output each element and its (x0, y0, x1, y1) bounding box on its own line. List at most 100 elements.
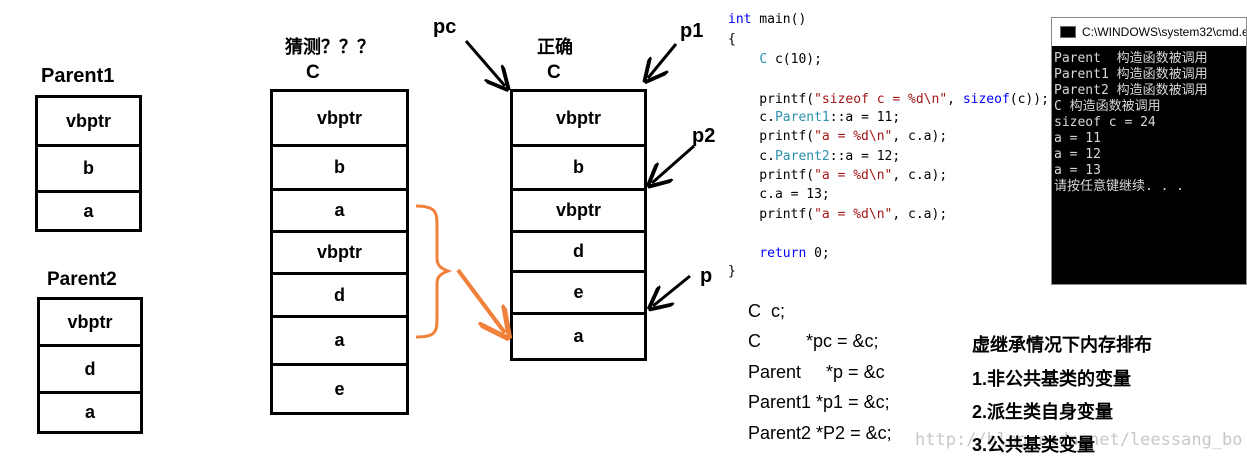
console-titlebar: C:\WINDOWS\system32\cmd.exe (1052, 18, 1246, 46)
code-token: printf( (728, 129, 815, 144)
watermark-url: http://blog.csdn.net/leessang_bo (915, 430, 1243, 450)
correct-cell-a: a (513, 312, 644, 358)
guess-cell-d: d (273, 272, 406, 315)
parent1-memory-box: vbptr b a (35, 95, 142, 232)
decl-line: Parent *p = &c (748, 362, 885, 382)
code-token: "a = %d\n" (814, 129, 893, 144)
code-line: printf("a = %d\n", c.a); (728, 207, 947, 222)
guess-cell-vbptr: vbptr (317, 107, 362, 128)
parent1-cell-a: a (38, 190, 139, 229)
correct-cell-vbptr: vbptr (556, 107, 601, 128)
code-token: ::a = 11; (829, 110, 901, 125)
pointer-label-p: p (700, 265, 713, 287)
pointer-label-p2: p2 (692, 125, 716, 147)
code-token: , c.a); (892, 129, 948, 144)
code-token: c. (728, 110, 775, 125)
decl-line: Parent2 *P2 = &c; (748, 423, 892, 443)
code-token: printf( (728, 207, 815, 222)
guess-cell-b: b (273, 144, 406, 188)
decl-line: Parent1 *p1 = &c; (748, 392, 890, 412)
code-line: printf("sizeof c = %d\n", sizeof(c)); (728, 92, 1049, 107)
notes-item: 2.派生类自身变量 (972, 402, 1114, 422)
code-line: printf("a = %d\n", c.a); (728, 129, 947, 144)
console-line: Parent 构造函数被调用 (1054, 51, 1208, 66)
console-line: sizeof c = 24 (1054, 115, 1156, 130)
console-line: 请按任意键继续. . . (1054, 179, 1185, 194)
decl-line: C *pc = &c; (748, 331, 879, 351)
code-token: sizeof (962, 92, 1010, 107)
console-window: C:\WINDOWS\system32\cmd.exe Parent 构造函数被… (1051, 17, 1247, 285)
guess-memory-box: vbptr b a vbptr d a e (270, 89, 409, 415)
code-token: c. (728, 149, 775, 164)
code-line: C c(10); (728, 52, 822, 67)
code-token (728, 52, 759, 67)
code-line: int main() (728, 12, 806, 27)
code-token: Parent2 (774, 149, 830, 164)
pointer-label-p1: p1 (680, 20, 704, 42)
code-token: (c)); (1009, 92, 1049, 107)
correct-class-title: C (547, 62, 561, 83)
code-token: printf( (728, 92, 815, 107)
code-token: main() (751, 12, 807, 27)
code-token: "a = %d\n" (814, 168, 893, 183)
parent2-cell-vbptr: vbptr (67, 311, 113, 332)
code-line: printf("a = %d\n", c.a); (728, 168, 947, 183)
correct-memory-box: vbptr b vbptr d e a (510, 89, 647, 361)
p1-arrow (648, 43, 678, 78)
code-token: , c.a); (892, 207, 948, 222)
correct-cell-b: b (513, 144, 644, 188)
code-line: c.Parent1::a = 11; (728, 110, 900, 125)
code-line: return 0; (728, 246, 830, 261)
guess-heading: 猜测？？？ (285, 37, 375, 57)
parent1-cell-vbptr: vbptr (66, 110, 111, 131)
guess-cell-a-2: a (273, 315, 406, 363)
pointer-label-pc: pc (433, 16, 457, 38)
code-token: printf( (728, 168, 815, 183)
code-token: c(10); (767, 52, 822, 67)
guess-cell-e: e (273, 363, 406, 412)
correct-cell-d: d (513, 230, 644, 270)
guess-cell-vbptr-2: vbptr (273, 230, 406, 272)
code-token: "a = %d\n" (814, 207, 893, 222)
decl-line: C c; (748, 301, 786, 321)
code-token (728, 246, 759, 261)
code-token: , (947, 92, 963, 107)
parent1-cell-b: b (38, 144, 139, 190)
code-line: c.a = 13; (728, 187, 830, 202)
code-token: "sizeof c = %d\n" (814, 92, 948, 107)
code-token: int (728, 12, 752, 27)
console-line: a = 11 (1054, 131, 1101, 146)
code-token: c.a = 13; (728, 187, 830, 202)
parent2-cell-a: a (40, 391, 140, 431)
correct-heading: 正确 (537, 37, 573, 57)
code-token: C (759, 52, 768, 67)
console-line: a = 12 (1054, 147, 1101, 162)
notes-item: 3.公共基类变量 (972, 435, 1096, 455)
code-token: , c.a); (892, 168, 948, 183)
console-app-icon (1060, 26, 1076, 38)
pc-arrow (464, 40, 505, 86)
code-line: c.Parent2::a = 12; (728, 149, 900, 164)
code-token: Parent1 (774, 110, 830, 125)
notes-title: 虚继承情况下内存排布 (972, 335, 1152, 355)
console-line: C 构造函数被调用 (1054, 99, 1161, 114)
code-line: } (728, 264, 736, 279)
code-token: { (728, 32, 736, 47)
guess-cell-a: a (273, 188, 406, 230)
console-line: a = 13 (1054, 163, 1101, 178)
console-line: Parent1 构造函数被调用 (1054, 67, 1208, 82)
code-token: ::a = 12; (829, 149, 901, 164)
correct-cell-e: e (513, 270, 644, 312)
p2-arrow (652, 144, 695, 183)
parent2-title: Parent2 (47, 269, 117, 290)
correct-cell-vbptr-2: vbptr (513, 188, 644, 230)
orange-brace (415, 204, 453, 339)
code-token: } (728, 264, 736, 279)
guess-class-title: C (306, 62, 320, 83)
parent2-memory-box: vbptr d a (37, 297, 143, 434)
code-token: 0; (806, 246, 830, 261)
p-arrow (653, 274, 691, 306)
parent1-title: Parent1 (41, 65, 115, 87)
code-line: { (728, 32, 736, 47)
